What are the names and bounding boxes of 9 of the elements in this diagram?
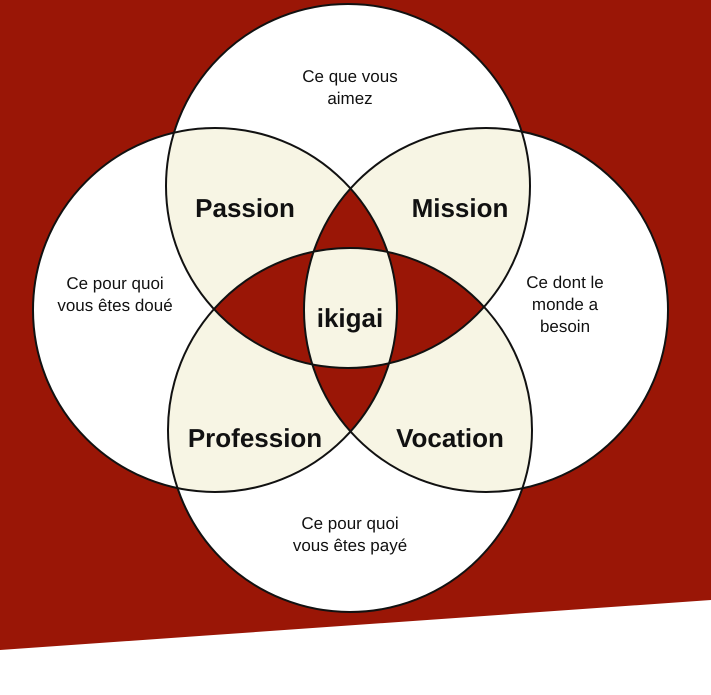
region-label: ikigai bbox=[316, 302, 384, 334]
circle-label: Ce dont le monde a besoin bbox=[525, 272, 605, 338]
circle-label: Ce pour quoi vous êtes payé bbox=[292, 513, 408, 557]
circle-label: Ce que vous aimez bbox=[301, 66, 399, 110]
region-label: Passion bbox=[195, 192, 295, 224]
region-label: Mission bbox=[412, 192, 508, 224]
region-label: Vocation bbox=[396, 422, 504, 454]
circle-label: Ce pour quoi vous êtes doué bbox=[56, 273, 174, 317]
region-label: Profession bbox=[188, 422, 322, 454]
